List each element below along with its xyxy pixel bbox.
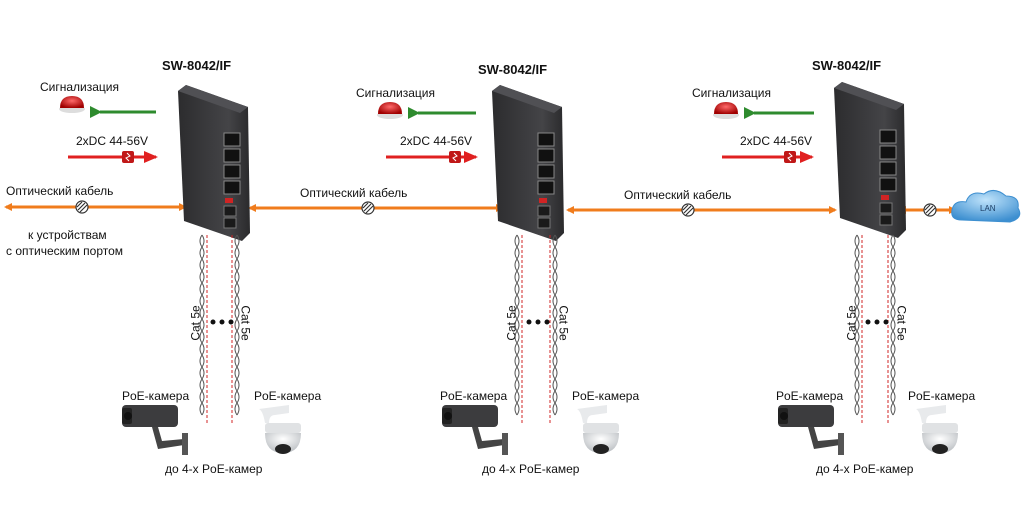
fiber-coupler-icon bbox=[361, 201, 375, 215]
alarm-label: Сигнализация bbox=[356, 86, 436, 100]
camera-count-note: до 4-х PoE-камер bbox=[482, 462, 580, 476]
lan-cloud-icon bbox=[951, 190, 1021, 223]
fiber-cable-label: Оптический кабель bbox=[624, 188, 732, 202]
alarm-lamp-icon bbox=[377, 102, 403, 119]
alarm-lamp-icon bbox=[59, 96, 85, 113]
cat5e-label: Cat 5e bbox=[894, 305, 909, 341]
power-label: 2xDC 44-56V bbox=[76, 134, 149, 148]
alarm-label: Сигнализация bbox=[692, 86, 772, 100]
fiber-devices-label: к устройствам bbox=[28, 228, 107, 242]
alarm-lamp-icon bbox=[713, 102, 739, 119]
power-fuse-icon bbox=[121, 150, 135, 164]
power-label: 2xDC 44-56V bbox=[740, 134, 813, 148]
poe-camera-label: PoE-камера bbox=[776, 389, 844, 403]
fiber-devices-sublabel: с оптическим портом bbox=[6, 244, 124, 258]
camera-count-note: до 4-х PoE-камер bbox=[165, 462, 263, 476]
dome-camera-icon bbox=[916, 405, 958, 454]
cat5e-label: Cat 5e bbox=[556, 305, 571, 341]
power-fuse-icon bbox=[448, 150, 462, 164]
cat5e-label: Cat 5e bbox=[844, 305, 859, 341]
bullet-camera-icon bbox=[122, 405, 188, 455]
poe-camera-label: PoE-камера bbox=[908, 389, 976, 403]
switch-device-icon bbox=[177, 84, 251, 242]
fiber-coupler-icon bbox=[75, 200, 89, 214]
dome-camera-icon bbox=[577, 405, 619, 454]
fiber-coupler-icon bbox=[923, 203, 937, 217]
switch-model-label: SW-8042/IF bbox=[478, 62, 548, 77]
poe-camera-label: PoE-камера bbox=[440, 389, 508, 403]
cat5e-label: Cat 5e bbox=[238, 305, 253, 341]
alarm-label: Сигнализация bbox=[40, 80, 120, 94]
cat5e-label: Cat 5e bbox=[188, 305, 203, 341]
switch-device-icon bbox=[833, 81, 907, 239]
switch-model-label: SW-8042/IF bbox=[162, 58, 232, 73]
dome-camera-icon bbox=[259, 405, 301, 454]
camera-count-note: до 4-х PoE-камер bbox=[816, 462, 914, 476]
lan-label: LAN bbox=[980, 204, 996, 213]
power-fuse-icon bbox=[783, 150, 797, 164]
fiber-cable-label: Оптический кабель bbox=[6, 184, 114, 198]
bullet-camera-icon bbox=[778, 405, 844, 455]
bullet-camera-icon bbox=[442, 405, 508, 455]
poe-camera-label: PoE-камера bbox=[254, 389, 322, 403]
fiber-cable-label: Оптический кабель bbox=[300, 186, 408, 200]
poe-camera-label: PoE-камера bbox=[572, 389, 640, 403]
poe-camera-label: PoE-камера bbox=[122, 389, 190, 403]
power-label: 2xDC 44-56V bbox=[400, 134, 473, 148]
cat5e-label: Cat 5e bbox=[504, 305, 519, 341]
switch-model-label: SW-8042/IF bbox=[812, 58, 882, 73]
switch-device-icon bbox=[491, 84, 565, 242]
fiber-coupler-icon bbox=[681, 203, 695, 217]
